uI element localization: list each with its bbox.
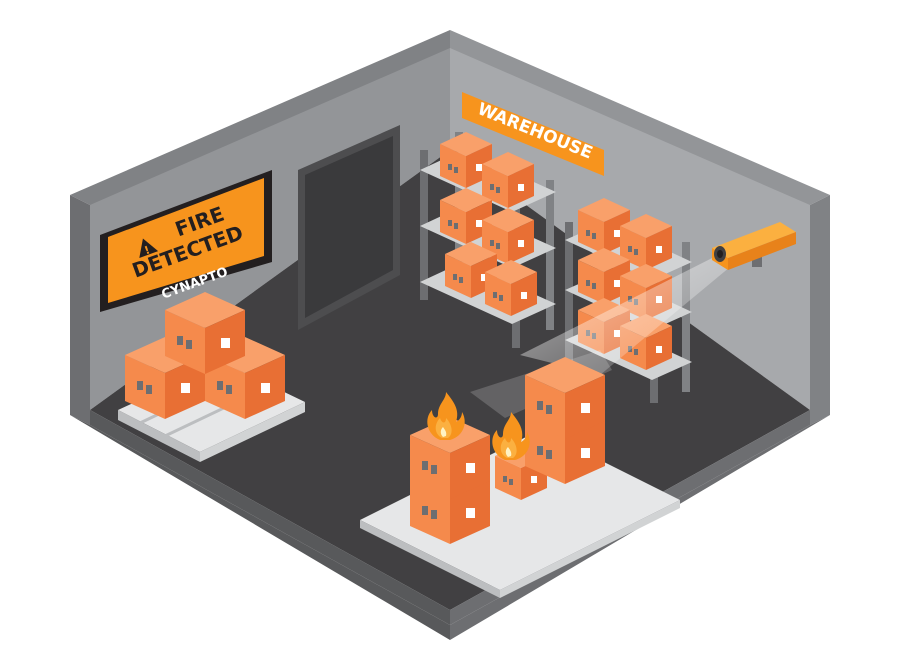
camera-beam	[520, 250, 736, 375]
shelf-back	[420, 132, 556, 348]
fire-alert-sign: ! FIRE DETECTED CYNAPTO	[100, 170, 272, 312]
camera-icon	[712, 222, 796, 270]
pallet-burning	[360, 357, 680, 598]
pallet-left	[118, 292, 305, 462]
doorway	[298, 125, 400, 330]
warning-triangle-icon: !	[139, 238, 159, 258]
svg-text:!: !	[143, 243, 152, 257]
